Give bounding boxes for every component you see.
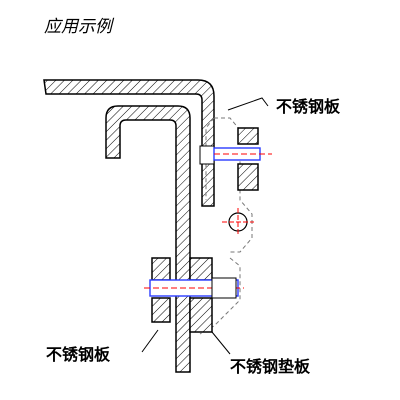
center-mark bbox=[222, 208, 254, 236]
lower-bolt-assembly bbox=[144, 257, 244, 333]
label-stainless-plate-top: 不锈钢板 bbox=[276, 97, 341, 116]
label-stainless-plate-bottom: 不锈钢板 bbox=[46, 345, 111, 364]
leader-plate-top bbox=[227, 97, 269, 111]
leader-plate-bottom bbox=[141, 329, 159, 353]
leader-washer-plate bbox=[211, 331, 231, 355]
upper-bolt-assembly bbox=[199, 127, 272, 191]
top-bent-plate bbox=[43, 79, 215, 207]
j-hook bbox=[105, 105, 191, 373]
label-stainless-washer-plate: 不锈钢垫板 bbox=[230, 357, 311, 376]
diagram-title: 应用示例 bbox=[44, 17, 115, 37]
